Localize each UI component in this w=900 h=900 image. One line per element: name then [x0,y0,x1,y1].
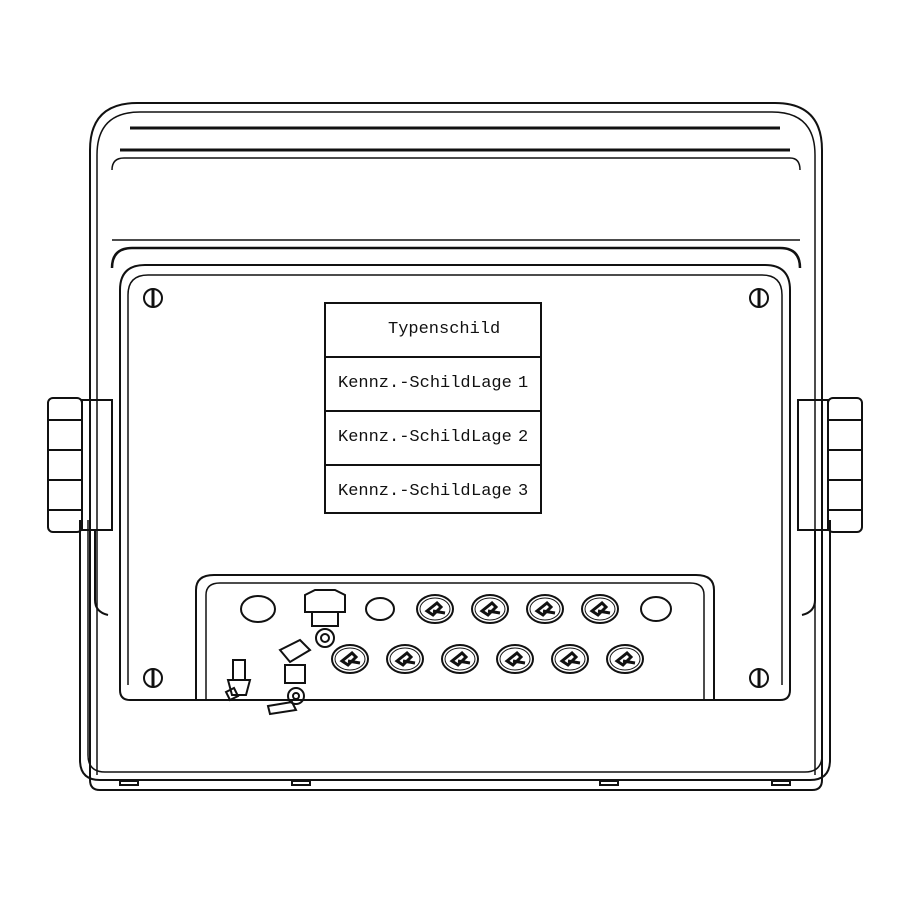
connector-gland [526,594,564,624]
type-plate-title-cell: Typenschild [326,304,540,358]
connector-gland [331,644,369,674]
outer-housing [89,102,823,791]
connector-gland [551,644,589,674]
marking-plate-position: Lage [471,374,512,393]
cable-gland-assembly [224,589,346,716]
connector-gland [471,594,509,624]
connector-gland [606,644,644,674]
marking-plate-number: 1 [518,374,529,393]
marking-plate-label: Kennz.-Schild [338,374,471,393]
marking-plate-label: Kennz.-Schild [338,482,471,501]
connector-gland [386,644,424,674]
marking-plate-row: Kennz.-Schild Lage 1 [326,358,540,412]
connector-gland [496,644,534,674]
marking-plate-number: 2 [518,428,529,447]
marking-plate-position: Lage [471,482,512,501]
type-plate-title: Typenschild [388,320,501,339]
right-mounting-knob [797,397,863,616]
connector-blanks [240,595,672,623]
marking-plate-number: 3 [518,482,529,501]
marking-plate-label: Kennz.-Schild [338,428,471,447]
connector-gland [581,594,619,624]
type-plate: Typenschild Kennz.-Schild Lage 1 Kennz.-… [324,302,542,514]
left-mounting-knob [47,397,113,616]
screws [143,288,769,688]
marking-plate-row: Kennz.-Schild Lage 2 [326,412,540,466]
feet [119,780,791,786]
connector-panel [195,574,715,700]
connector-gland [416,594,454,624]
marking-plate-position: Lage [471,428,512,447]
marking-plate-row: Kennz.-Schild Lage 3 [326,466,540,518]
cable-glands [331,594,644,674]
rear-panel [119,264,791,701]
connector-gland [441,644,479,674]
